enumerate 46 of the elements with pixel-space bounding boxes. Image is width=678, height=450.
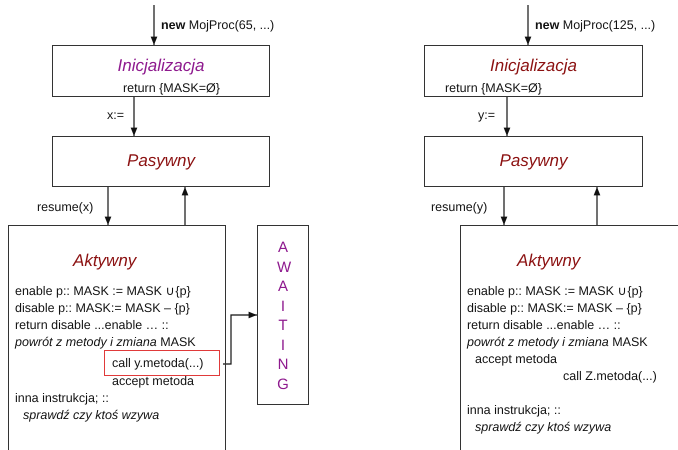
- code-line: return disable ...enable … ::: [467, 318, 621, 332]
- arrow: [150, 5, 158, 45]
- edge-label: new MojProc(125, ...): [535, 18, 656, 32]
- code-line: return disable ...enable … ::: [15, 318, 169, 332]
- arrow: [130, 97, 138, 136]
- arrow: [104, 187, 112, 225]
- code-line: disable p:: MASK:= MASK – {p}: [15, 301, 190, 316]
- arrow: [182, 187, 188, 225]
- state-box: [8, 225, 226, 450]
- state-box: [424, 45, 643, 97]
- state-title: Pasywny: [498, 151, 570, 171]
- code-line: inna instrukcja; ::: [15, 391, 109, 406]
- highlight-box: [104, 350, 220, 376]
- code-line: sprawdź czy ktoś wzywa: [23, 408, 160, 422]
- arrow: [504, 97, 510, 136]
- state-title: Aktywny: [517, 251, 580, 271]
- code-line: powrót z metody i zmiana MASK: [15, 335, 196, 350]
- code-line: return {MASK=Ø}: [445, 81, 542, 96]
- state-title: Pasywny: [126, 151, 197, 171]
- state-box: [257, 225, 309, 405]
- state-box: [52, 136, 270, 187]
- code-line: accept metoda: [112, 374, 194, 388]
- code-line: inna instrukcja; ::: [467, 403, 561, 418]
- state-title: Inicjalizacja: [489, 56, 578, 76]
- code-line: return {MASK=Ø}: [123, 81, 220, 96]
- arrow: [223, 312, 257, 365]
- state-label: AWAITING: [277, 238, 289, 394]
- edge-label: resume(y): [431, 200, 488, 214]
- code-line: sprawdź czy ktoś wzywa: [475, 420, 612, 434]
- edge-label: resume(x): [37, 200, 94, 214]
- state-box: [52, 45, 270, 97]
- state-box: [460, 225, 678, 450]
- arrow: [500, 187, 508, 225]
- code-line: enable p:: MASK := MASK ∪{p}: [15, 284, 191, 298]
- state-box: [424, 136, 643, 187]
- edge-label: new MojProc(65, ...): [161, 18, 274, 32]
- arrow: [524, 5, 532, 45]
- code-line: call y.metoda(...): [112, 356, 204, 370]
- code-line: disable p:: MASK:= MASK – {p}: [467, 301, 642, 316]
- code-line: powrót z metody i zmiana MASK: [467, 335, 648, 350]
- code-line: call Z.metoda(...): [563, 369, 657, 384]
- arrow: [594, 187, 600, 225]
- state-title: Aktywny: [73, 251, 136, 271]
- state-title: Inicjalizacja: [116, 56, 206, 76]
- code-line: accept metoda: [475, 352, 557, 366]
- code-line: enable p:: MASK := MASK ∪{p}: [467, 284, 643, 298]
